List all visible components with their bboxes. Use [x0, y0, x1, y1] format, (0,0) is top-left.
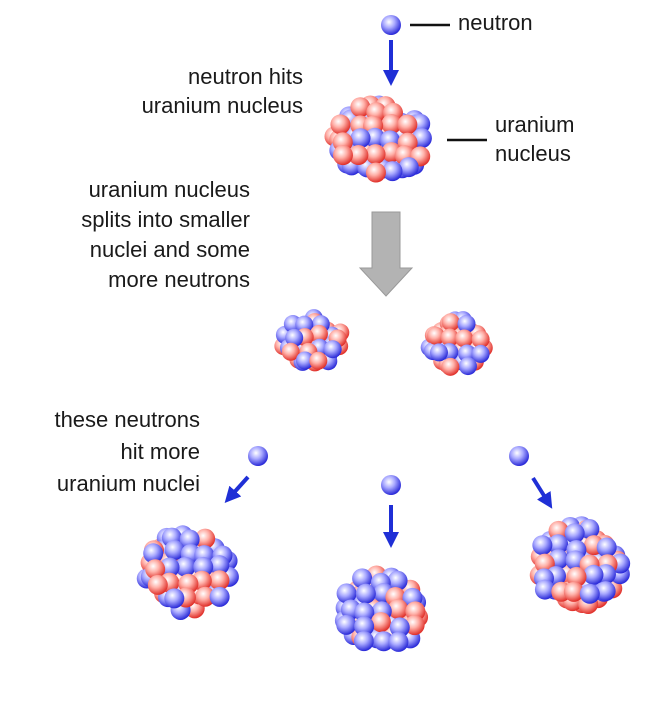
proton-ball: [365, 162, 386, 183]
label-line: uranium nucleus: [141, 93, 303, 118]
label-line: splits into smaller: [81, 207, 250, 232]
proton-ball: [566, 566, 587, 587]
particles: [136, 15, 631, 652]
arrows: [224, 40, 553, 548]
proton-ball: [381, 114, 402, 135]
uranium-nucleus-right: [529, 516, 631, 614]
proton-ball: [441, 313, 460, 332]
proton-ball: [350, 97, 371, 118]
neutron-ball: [548, 534, 569, 555]
proton-ball: [455, 329, 474, 348]
neutron-hits-label: neutron hits uranium nucleus: [142, 62, 303, 120]
uranium-nucleus-left: [136, 525, 239, 620]
fission-fragment-right: [420, 311, 493, 376]
proton-ball: [309, 324, 328, 343]
neutron-ball: [457, 314, 476, 333]
incoming-neutron: [381, 15, 401, 35]
proton-ball: [563, 581, 584, 602]
neutron-ball: [534, 579, 555, 600]
neutron-ball: [164, 588, 185, 609]
neutron-ball: [398, 157, 419, 178]
proton-ball: [145, 559, 166, 580]
label-line: nuclei and some: [89, 237, 250, 262]
fission-fragment-left: [274, 309, 350, 372]
neutron-ball: [354, 602, 375, 623]
label-line: uranium nuclei: [56, 471, 200, 496]
neutron-ball: [354, 616, 375, 637]
neutron-ball: [595, 581, 616, 602]
neutron-ball: [387, 570, 408, 591]
neutron-ball: [355, 583, 376, 604]
proton-ball: [388, 599, 409, 620]
neutron-label: neutron: [458, 10, 533, 35]
proton-ball: [330, 114, 351, 135]
proton-ball: [471, 330, 490, 349]
proton-ball: [348, 145, 369, 166]
neutron-ball: [350, 128, 371, 149]
neutron-ball: [382, 161, 403, 182]
proton-ball: [365, 144, 386, 165]
neutron-ball: [295, 351, 314, 370]
neutron-ball: [596, 537, 617, 558]
proton-ball: [426, 326, 445, 345]
neutron-ball: [336, 614, 357, 635]
neutron-ball: [364, 127, 385, 148]
neutron-ball: [164, 540, 185, 561]
neutron-ball: [336, 583, 357, 604]
proton-ball: [441, 357, 460, 376]
neutron-ball: [143, 543, 164, 564]
neutron-ball: [532, 535, 553, 556]
arrow-right-neutron: [531, 476, 553, 509]
proton-ball: [147, 574, 168, 595]
splits-label: uranium nucleus splits into smaller nucl…: [81, 175, 250, 295]
neutron-ball: [352, 568, 373, 589]
proton-ball: [195, 586, 216, 607]
label-line: hit more: [120, 439, 200, 464]
proton-ball: [370, 612, 391, 633]
uranium-nucleus: [324, 95, 432, 183]
neutron-ball: [564, 523, 585, 544]
neutron-ball: [285, 328, 304, 347]
neutron-ball: [388, 631, 409, 652]
released-neutron: [509, 446, 529, 466]
proton-ball: [397, 114, 418, 135]
released-neutron: [248, 446, 268, 466]
neutron-ball: [429, 343, 448, 362]
label-line: nucleus: [495, 141, 571, 166]
proton-ball: [309, 351, 328, 370]
neutron-ball: [179, 529, 200, 550]
neutron-ball: [458, 357, 477, 376]
proton-ball: [332, 145, 353, 166]
uranium-nucleus-middle: [334, 565, 429, 652]
neutron-ball: [175, 556, 196, 577]
label-line: uranium: [495, 112, 575, 137]
neutron-ball: [583, 564, 604, 585]
neutron-ball: [579, 583, 600, 604]
chain-reaction-label: these neutrons hit more uranium nuclei: [54, 404, 200, 500]
proton-ball: [209, 570, 230, 591]
label-line: uranium nucleus: [88, 177, 250, 202]
proton-ball: [195, 528, 216, 549]
neutron-ball: [471, 344, 490, 363]
label-line: these neutrons: [54, 407, 200, 432]
uranium-nucleus-label: uranium nucleus: [495, 110, 574, 168]
neutron-ball: [353, 631, 374, 652]
neutron-ball: [209, 586, 230, 607]
label-connector-lines: [410, 23, 487, 142]
proton-ball: [440, 328, 459, 347]
neutron-ball: [323, 340, 342, 359]
neutron-ball: [389, 617, 410, 638]
neutron-ball: [373, 631, 394, 652]
label-line: neutron hits: [188, 64, 303, 89]
arrow-left-neutron: [224, 475, 250, 503]
split-arrow: [358, 211, 414, 297]
proton-ball: [281, 342, 300, 361]
label-line: more neutrons: [108, 267, 250, 292]
proton-ball: [404, 615, 425, 636]
released-neutron: [381, 475, 401, 495]
neutron-ball: [209, 555, 230, 576]
